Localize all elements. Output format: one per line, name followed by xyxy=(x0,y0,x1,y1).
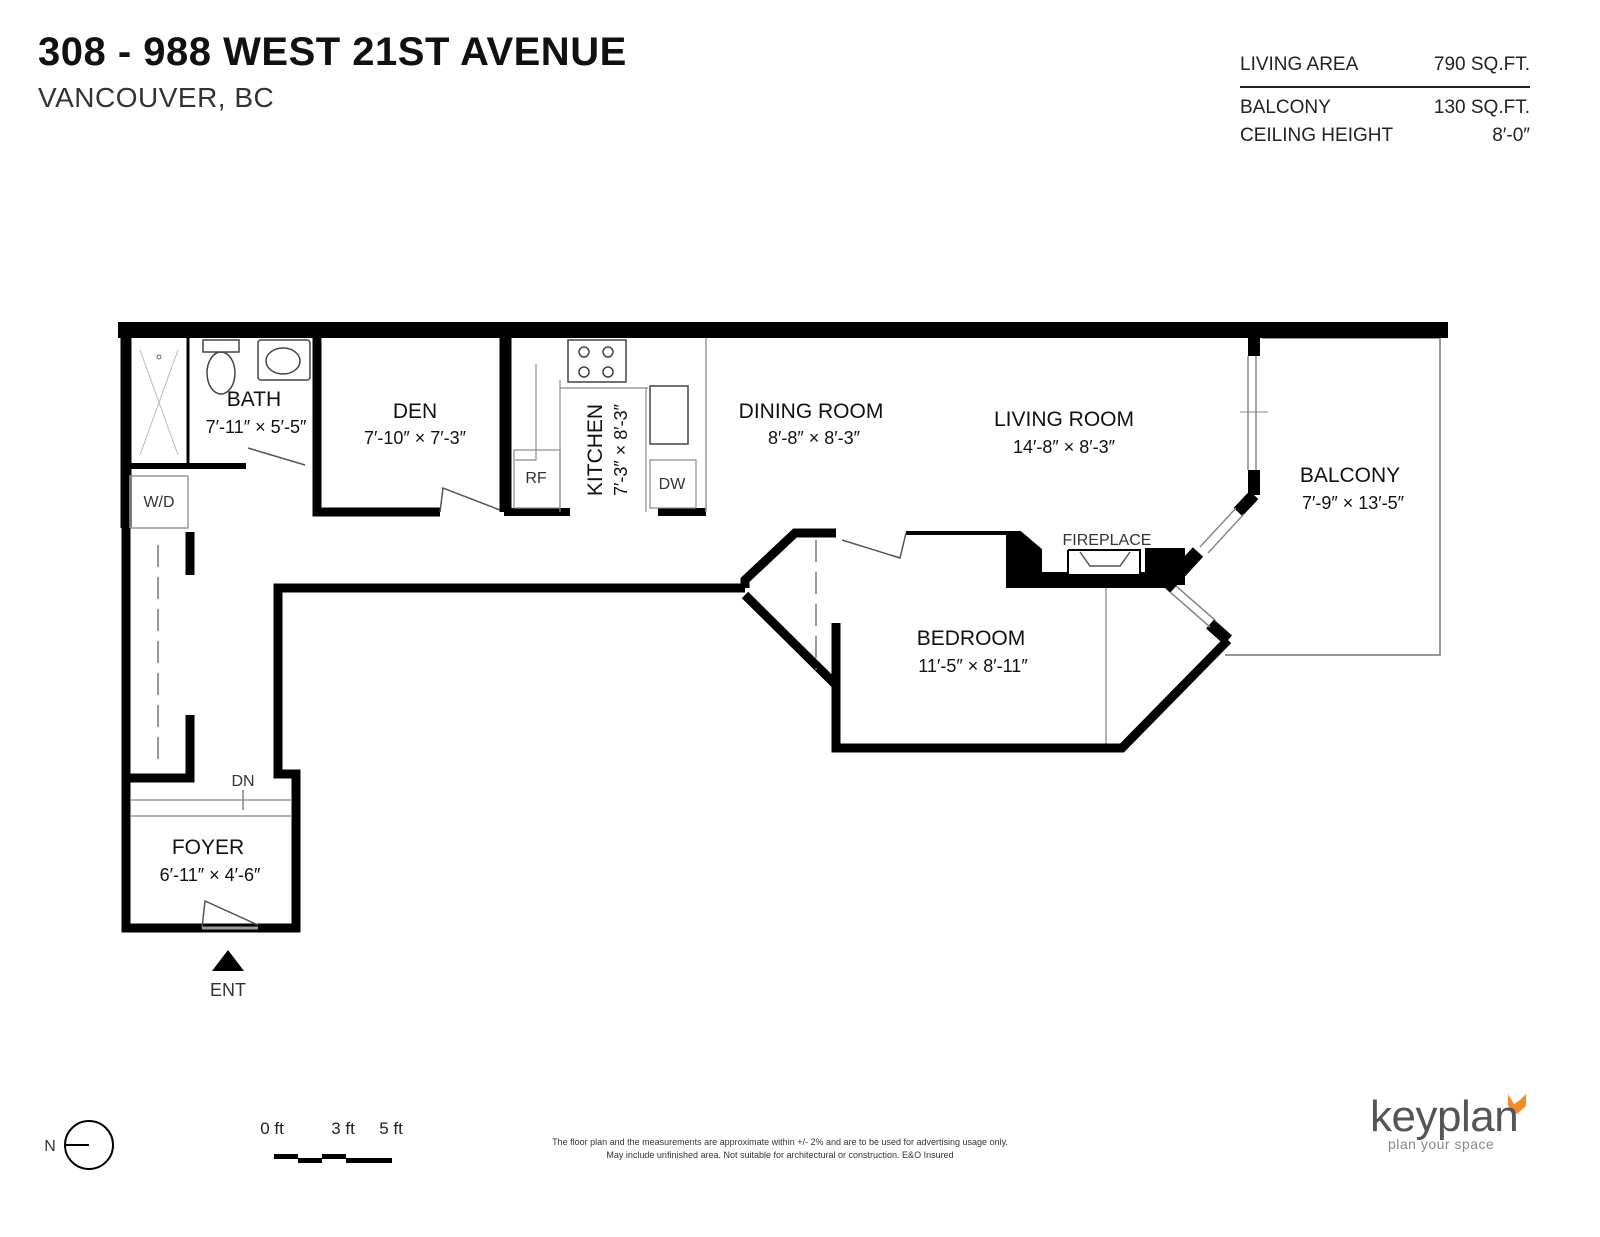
room-dims-bedroom: 11′-5″ × 8′-11″ xyxy=(918,656,1028,676)
wall-bedroom-closet-diag xyxy=(741,591,840,689)
room-dims-kitchen: 7′-3″ × 8′-3″ xyxy=(611,403,631,496)
room-dims-foyer: 6′-11″ × 4′-6″ xyxy=(160,865,261,885)
disclaimer: The floor plan and the measurements are … xyxy=(510,1136,1050,1162)
stat-value: 130 SQ.FT. xyxy=(1433,97,1530,118)
burner-icon xyxy=(578,346,590,358)
scale-segment xyxy=(298,1158,322,1163)
entry-arrow-icon xyxy=(212,950,244,971)
bath-sink-counter-icon xyxy=(257,339,311,381)
wall-east-diag-1 xyxy=(1233,490,1259,517)
kitchen-sink-icon xyxy=(649,385,689,445)
label-stairs-down: DN xyxy=(231,773,254,790)
toilet-tank-icon xyxy=(202,339,240,353)
stat-label: CEILING HEIGHT xyxy=(1240,125,1394,146)
burner-icon xyxy=(602,366,614,378)
room-name-den: DEN xyxy=(393,400,437,423)
brand-logo: keyplan plan your space xyxy=(1370,1092,1530,1152)
scale-segment xyxy=(346,1158,392,1163)
label-fireplace: FIREPLACE xyxy=(1063,532,1152,549)
room-name-foyer: FOYER xyxy=(172,836,244,859)
window-east-2a xyxy=(1199,507,1237,548)
room-name-dining: DINING ROOM xyxy=(739,400,884,423)
scale-segment xyxy=(322,1154,346,1159)
page-title: 308 - 988 WEST 21ST AVENUE xyxy=(38,30,627,74)
room-name-bath: BATH xyxy=(227,388,281,411)
window-east-3b xyxy=(1175,585,1217,622)
stove-icon xyxy=(567,339,627,383)
fireplace-box xyxy=(1067,549,1141,576)
wall-hall-stub-bottom xyxy=(126,715,195,783)
wall-den-left xyxy=(312,338,440,517)
window-east-2b xyxy=(1207,513,1245,554)
stat-living-area: LIVING AREA 790 SQ.FT. xyxy=(1240,50,1530,88)
wall-hallway-outer xyxy=(121,528,745,933)
room-dims-bath: 7′-11″ × 5′-5″ xyxy=(206,417,307,437)
stat-value: 8′-0″ xyxy=(1492,125,1530,146)
stat-value: 790 SQ.FT. xyxy=(1433,54,1530,75)
wall-top xyxy=(118,322,1448,338)
brand-name: keyplan xyxy=(1370,1092,1519,1141)
page-subtitle: VANCOUVER, BC xyxy=(38,82,275,113)
brand-fox-icon xyxy=(1508,1094,1526,1114)
stat-label: BALCONY xyxy=(1240,97,1331,118)
room-name-living: LIVING ROOM xyxy=(994,408,1134,431)
door-den xyxy=(439,486,501,513)
label-dishwasher: DW xyxy=(659,476,687,493)
room-dims-dining: 8′-8″ × 8′-3″ xyxy=(768,428,861,448)
stat-ceiling-height: CEILING HEIGHT 8′-0″ xyxy=(1240,122,1530,150)
room-dims-balcony: 7′-9″ × 13′-5″ xyxy=(1302,493,1405,513)
burner-icon xyxy=(578,366,590,378)
label-north: N xyxy=(44,1138,56,1155)
wall-bedroom-nw xyxy=(740,528,836,588)
fireplace-hearth xyxy=(1079,551,1131,567)
kitchen-counter-line-1 xyxy=(515,364,537,461)
shower-diag-2 xyxy=(139,349,179,456)
door-bedroom xyxy=(841,532,907,559)
window-east-3a xyxy=(1169,591,1211,628)
bath-sink-icon xyxy=(265,347,301,375)
scale-tick-label: 3 ft xyxy=(331,1119,355,1138)
label-fridge: RF xyxy=(525,470,547,487)
scale-segment xyxy=(274,1154,298,1159)
scale-tick-label: 5 ft xyxy=(379,1119,403,1138)
room-name-kitchen: KITCHEN xyxy=(584,404,607,496)
shower-drain-icon xyxy=(156,354,162,360)
fridge-box xyxy=(513,449,561,509)
wall-bedroom-south xyxy=(831,623,1232,753)
toilet-bowl-icon xyxy=(206,351,236,395)
disclaimer-line-1: The floor plan and the measurements are … xyxy=(552,1137,1008,1147)
room-dims-living: 14′-8″ × 8′-3″ xyxy=(1013,437,1116,457)
stat-balcony: BALCONY 130 SQ.FT. xyxy=(1240,94,1530,122)
dishwasher-box xyxy=(649,459,697,509)
label-washer-dryer: W/D xyxy=(143,494,174,511)
wall-east-diag-3 xyxy=(1206,619,1232,645)
label-entry: ENT xyxy=(210,980,246,1000)
wall-east-diag-2 xyxy=(1159,547,1204,593)
stat-label: LIVING AREA xyxy=(1240,54,1359,75)
brand-tagline: plan your space xyxy=(1388,1136,1495,1152)
disclaimer-line-2: May include unfinished area. Not suitabl… xyxy=(606,1150,954,1160)
room-name-bedroom: BEDROOM xyxy=(917,627,1026,650)
burner-icon xyxy=(602,346,614,358)
door-bath xyxy=(247,447,306,466)
scale-tick-label: 0 ft xyxy=(260,1119,284,1138)
washer-dryer-box xyxy=(129,475,189,529)
room-dims-den: 7′-10″ × 7′-3″ xyxy=(364,428,467,448)
door-entry xyxy=(201,899,259,929)
fireplace-wall-left xyxy=(906,531,1042,588)
area-stats: LIVING AREA 790 SQ.FT. BALCONY 130 SQ.FT… xyxy=(1240,50,1530,150)
room-name-balcony: BALCONY xyxy=(1300,464,1400,487)
